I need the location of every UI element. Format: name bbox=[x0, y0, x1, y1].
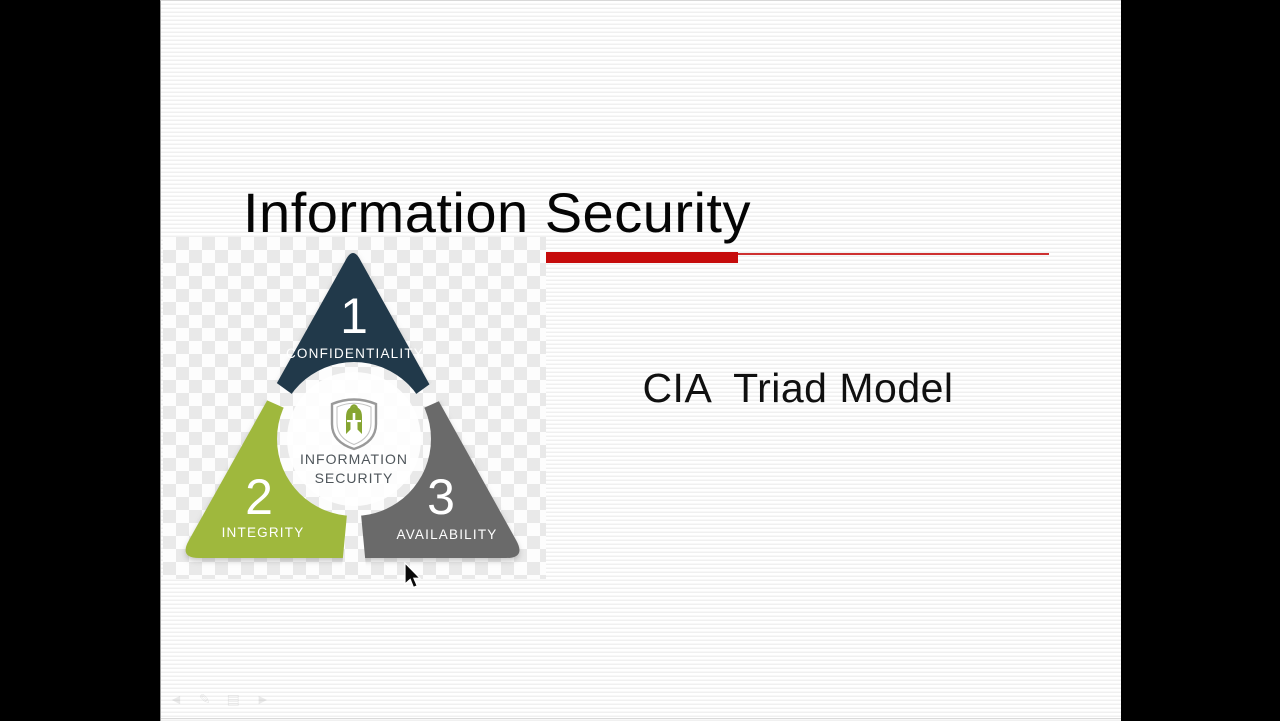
slide-bottom-edge bbox=[161, 718, 1121, 719]
previous-slide-button[interactable]: ◄ bbox=[169, 691, 183, 707]
letterbox-left bbox=[0, 0, 160, 720]
segment-label-availability: AVAILABILITY bbox=[397, 527, 498, 542]
accent-bar bbox=[546, 252, 738, 263]
slide[interactable]: Information Security CIA Triad Model bbox=[160, 0, 1121, 721]
segment-number-2: 2 bbox=[245, 469, 273, 525]
accent-line bbox=[738, 253, 1049, 255]
slide-menu-button[interactable]: ▤ bbox=[226, 691, 240, 707]
mouse-cursor-icon bbox=[404, 562, 421, 589]
slide-heading: CIA Triad Model bbox=[642, 365, 954, 411]
pen-tools-button[interactable]: ✎ bbox=[198, 691, 211, 707]
slide-title: Information Security bbox=[243, 181, 751, 244]
segment-number-1: 1 bbox=[340, 288, 368, 344]
segment-label-confidentiality: CONFIDENTIALITY bbox=[286, 346, 424, 361]
presenter-toolbar: ◄ ✎ ▤ ► bbox=[169, 691, 270, 708]
cia-triad-diagram: 1 CONFIDENTIALITY 2 INTEGRITY 3 AVAILABI… bbox=[163, 237, 546, 579]
center-label-line1: INFORMATION bbox=[300, 451, 408, 467]
spartan-helmet-shield-icon bbox=[330, 398, 378, 451]
next-slide-button[interactable]: ► bbox=[255, 691, 270, 707]
availability-segment bbox=[354, 253, 520, 558]
segment-number-3: 3 bbox=[427, 469, 455, 525]
segment-label-integrity: INTEGRITY bbox=[222, 525, 305, 540]
letterbox-right bbox=[1120, 0, 1280, 720]
center-label-line2: SECURITY bbox=[315, 470, 394, 486]
